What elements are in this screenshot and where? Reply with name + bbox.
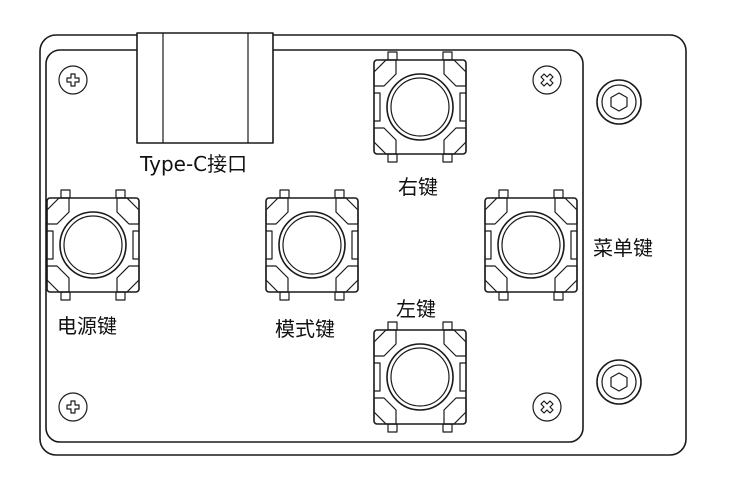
- left-button[interactable]: [373, 321, 467, 433]
- right-button[interactable]: [373, 51, 467, 163]
- hex-socket-screw-icon: [596, 359, 642, 405]
- power-button[interactable]: [46, 189, 140, 301]
- hex-socket-screw-icon: [596, 79, 642, 125]
- mode-button[interactable]: [265, 189, 359, 301]
- mode-button-label: 模式键: [275, 317, 335, 341]
- type-c-connector: [136, 32, 274, 144]
- base-plate: [39, 34, 687, 456]
- menu-button[interactable]: [484, 189, 578, 301]
- type-c-label: Type-C接口: [139, 152, 247, 176]
- menu-button-label: 菜单键: [593, 236, 653, 260]
- left-button-label: 左键: [396, 297, 436, 321]
- right-button-label: 右键: [398, 175, 438, 199]
- power-button-label: 电源键: [57, 314, 117, 338]
